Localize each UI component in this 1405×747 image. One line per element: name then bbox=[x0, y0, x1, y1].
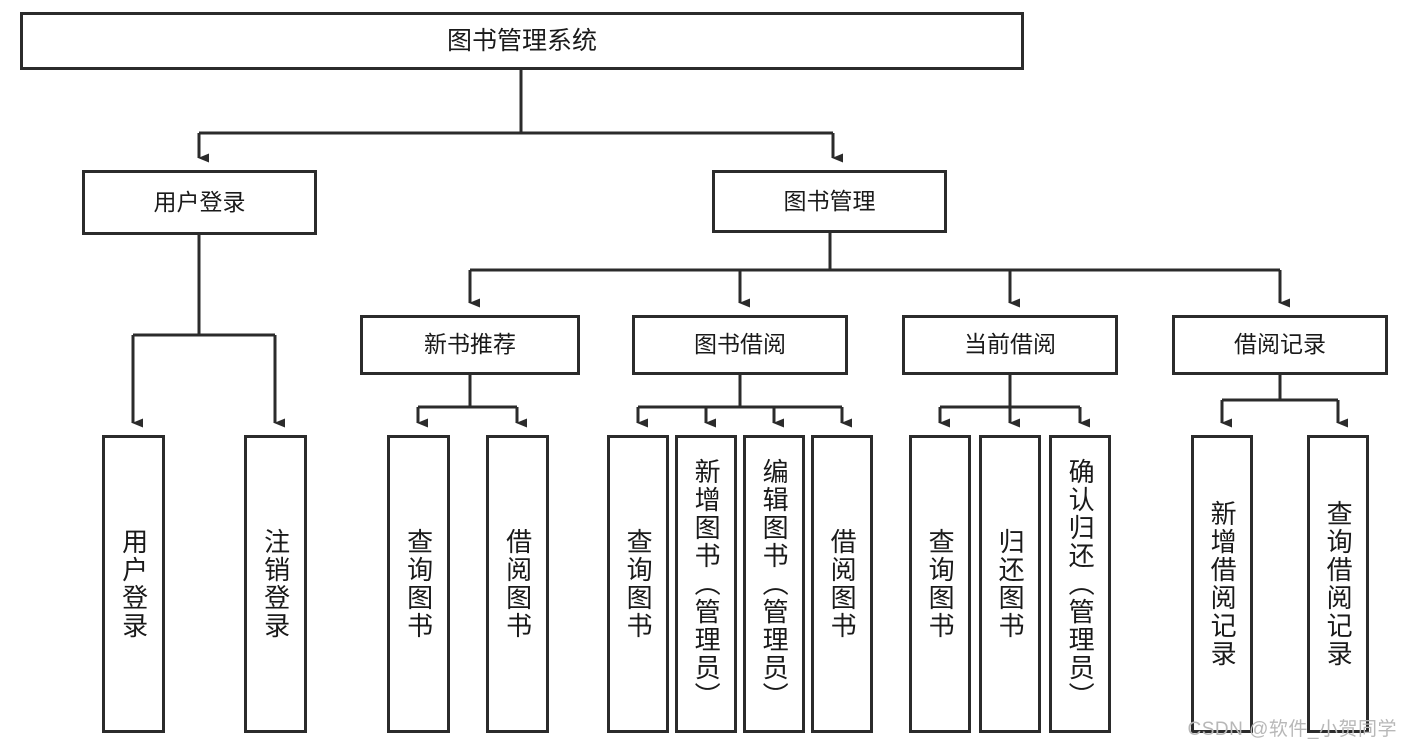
node-leaf-confirm-return-admin: 确认归还（管理员） bbox=[1049, 435, 1111, 733]
node-book-borrow: 图书借阅 bbox=[632, 315, 848, 375]
node-label: 查询图书 bbox=[623, 528, 654, 640]
node-book-management: 图书管理 bbox=[712, 170, 947, 233]
node-leaf-add-book-admin: 新增图书（管理员） bbox=[675, 435, 737, 733]
node-leaf-return-book: 归还图书 bbox=[979, 435, 1041, 733]
node-current-borrow: 当前借阅 bbox=[902, 315, 1118, 375]
node-label: 新增图书（管理员） bbox=[691, 458, 722, 710]
node-leaf-borrow-book: 借阅图书 bbox=[811, 435, 873, 733]
node-borrow-record: 借阅记录 bbox=[1172, 315, 1388, 375]
node-leaf-borrow-book-recommend: 借阅图书 bbox=[486, 435, 549, 733]
node-label: 编辑图书（管理员） bbox=[759, 458, 790, 710]
node-label: 新书推荐 bbox=[424, 331, 516, 358]
node-leaf-edit-book-admin: 编辑图书（管理员） bbox=[743, 435, 805, 733]
node-label: 查询图书 bbox=[925, 528, 956, 640]
node-label: 借阅图书 bbox=[502, 528, 533, 640]
node-label: 图书管理系统 bbox=[446, 27, 597, 55]
node-label: 借阅图书 bbox=[827, 528, 858, 640]
node-leaf-query-book-current: 查询图书 bbox=[909, 435, 971, 733]
csdn-watermark: CSDN @软件_小贺同学 bbox=[1187, 719, 1397, 740]
node-label: 图书管理 bbox=[783, 187, 876, 214]
node-leaf-logout: 注销登录 bbox=[244, 435, 307, 733]
node-label: 归还图书 bbox=[995, 528, 1026, 640]
node-label: 用户登录 bbox=[153, 188, 246, 215]
node-label: 查询图书 bbox=[403, 528, 434, 640]
node-label: 注销登录 bbox=[260, 528, 291, 640]
node-label: 当前借阅 bbox=[964, 331, 1056, 358]
node-leaf-user-login: 用户登录 bbox=[102, 435, 165, 733]
node-leaf-query-borrow-record: 查询借阅记录 bbox=[1307, 435, 1369, 733]
node-root-system: 图书管理系统 bbox=[20, 12, 1024, 70]
node-label: 确认归还（管理员） bbox=[1065, 458, 1096, 710]
node-leaf-add-borrow-record: 新增借阅记录 bbox=[1191, 435, 1253, 733]
node-label: 图书借阅 bbox=[694, 331, 786, 358]
node-label: 查询借阅记录 bbox=[1323, 500, 1354, 668]
node-new-book-recommend: 新书推荐 bbox=[360, 315, 580, 375]
node-leaf-query-book-borrow: 查询图书 bbox=[607, 435, 669, 733]
node-label: 借阅记录 bbox=[1234, 331, 1326, 358]
node-leaf-query-book-recommend: 查询图书 bbox=[387, 435, 450, 733]
node-label: 新增借阅记录 bbox=[1207, 500, 1238, 668]
node-label: 用户登录 bbox=[118, 528, 149, 640]
node-user-login: 用户登录 bbox=[82, 170, 317, 235]
